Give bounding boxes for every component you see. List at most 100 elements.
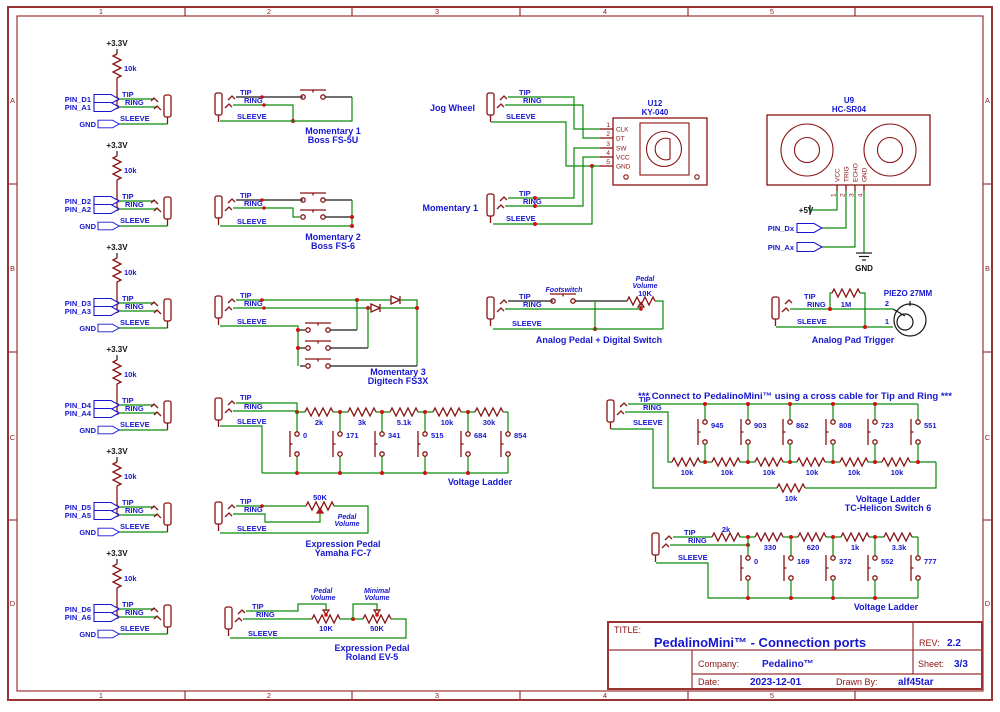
frame-row-left-c: C — [10, 433, 16, 442]
net-label-tip: TIP — [122, 498, 134, 507]
caption: Voltage Ladder — [856, 494, 921, 504]
pin-number-2: 2 — [885, 299, 889, 308]
pin-name: GND — [862, 167, 869, 182]
frame-row-left-b: B — [10, 264, 15, 273]
encoder-knob-icon — [645, 130, 683, 168]
piezo-icon — [893, 303, 927, 337]
net-label-sleeve: SLEEVE — [248, 629, 278, 638]
pin-flag-a: PIN_A6 — [65, 613, 91, 622]
net-label-ring: RING — [643, 403, 662, 412]
pot-value: 50K — [313, 493, 327, 502]
frame-col-top-2: 2 — [267, 7, 271, 16]
transducer-icon — [780, 123, 834, 177]
net-label-tip: TIP — [122, 600, 134, 609]
pin-name: ECHO — [853, 163, 860, 182]
momentary2-circuit: TIP RING SLEEVE Momentary 2 Boss FS-6 — [214, 191, 361, 251]
pot-value: 10K — [638, 289, 652, 298]
net-label-sleeve: SLEEVE — [120, 624, 150, 633]
switch-value: 551 — [924, 421, 937, 430]
resistor-value: 10k — [681, 468, 694, 477]
pin-flag-d: PIN_D4 — [65, 401, 92, 410]
switch-value: 945 — [711, 421, 724, 430]
momentary1-circuit: TIP RING SLEEVE Momentary 1 Boss FS-5U — [214, 88, 361, 145]
jog-wheel-label: Jog Wheel — [430, 103, 475, 113]
input-jack-1: +3.3V 10k PIN_D1 PIN_A1 GND TIP RING SLE… — [65, 39, 171, 129]
net-label-sleeve: SLEEVE — [120, 114, 150, 123]
pot2-name2: Volume — [364, 595, 389, 602]
net-label-tip: TIP — [240, 497, 252, 506]
pin-number: 4 — [606, 150, 610, 157]
resistor-value: 10k — [124, 268, 137, 277]
switch-value: 854 — [514, 431, 527, 440]
pin-number: 2 — [840, 193, 847, 197]
net-label-ring: RING — [244, 505, 263, 514]
frame-col-bot-2: 2 — [267, 691, 271, 700]
note-text: *** Connect to PedalinoMini™ using a cro… — [638, 391, 952, 402]
switch-value: 515 — [431, 431, 444, 440]
drawing-frame: 1 2 3 4 5 1 2 3 4 5 A B C D A B C D — [7, 6, 993, 701]
net-label-ring: RING — [125, 200, 144, 209]
net-label-ring: RING — [125, 608, 144, 617]
frame-row-right-a: A — [985, 96, 990, 105]
rev-value: 2.2 — [947, 638, 961, 649]
part-name: PIEZO 27MM — [884, 289, 933, 298]
caption: Analog Pedal + Digital Switch — [536, 335, 662, 345]
frame-row-right-c: C — [985, 433, 991, 442]
pot1-name: Pedal — [314, 588, 334, 595]
pin-name: CLK — [616, 127, 629, 134]
pin-flag-d: PIN_D3 — [65, 299, 91, 308]
gnd-flag: GND — [79, 222, 96, 231]
caption: Momentary 1 — [305, 126, 361, 136]
transducer-icon — [863, 123, 917, 177]
caption2: Yamaha FC-7 — [315, 548, 372, 558]
ky040-module: U12 KY-040 1 2 3 4 5 CLK DT SW VCC GND — [600, 99, 708, 186]
pin-flag-d: PIN_D2 — [65, 197, 91, 206]
resistor-value: 10k — [806, 468, 819, 477]
pin-number-1: 1 — [885, 317, 889, 326]
frame-col-top-4: 4 — [603, 7, 607, 16]
net-label-tip: TIP — [122, 294, 134, 303]
net-label-sleeve: SLEEVE — [120, 420, 150, 429]
frame-col-bot-1: 1 — [99, 691, 103, 700]
net-label-sleeve: SLEEVE — [120, 318, 150, 327]
frame-col-bot-3: 3 — [435, 691, 439, 700]
pot-name2: Volume — [632, 283, 657, 290]
pin-flag-dx: PIN_Dx — [768, 224, 795, 233]
input-jack-4: +3.3V 10k PIN_D4 PIN_A4 GND TIP RING SLE… — [65, 345, 171, 435]
resistor-value: 1M — [841, 300, 851, 309]
net-label-sleeve: SLEEVE — [237, 524, 267, 533]
net-label-ring: RING — [244, 199, 263, 208]
net-label-tip: TIP — [519, 292, 531, 301]
switch-value: 169 — [797, 557, 810, 566]
pin-flag-a: PIN_A3 — [65, 307, 91, 316]
frame-row-left-d: D — [10, 599, 16, 608]
net-label-tip: TIP — [240, 291, 252, 300]
resistor-value: 2k — [315, 418, 324, 427]
pin-flag-a: PIN_A4 — [65, 409, 92, 418]
voltage-ladder-mid: 2k 3k 5.1k 10k 30k 0 171 341 515 684 854… — [214, 393, 527, 487]
voltage-ladder-br: TIP RING SLEEVE 2k 330 620 1k 3.3k 0 169… — [651, 525, 937, 612]
switch-value: 372 — [839, 557, 852, 566]
expression-pedal-yamaha: 50K Pedal Volume TIP RING SLEEVE Express… — [214, 493, 381, 558]
net-label-ring: RING — [523, 197, 542, 206]
resistor-value: 10k — [124, 64, 137, 73]
title-label: TITLE: — [614, 625, 641, 635]
expression-pedal-roland: 10K 50K Pedal Volume Minimal Volume TIP … — [224, 588, 410, 662]
pin-flag-a: PIN_A2 — [65, 205, 91, 214]
pin-flag-a: PIN_A5 — [65, 511, 91, 520]
power-label: +3.3V — [106, 141, 128, 150]
caption2: TC-Helicon Switch 6 — [845, 503, 932, 513]
jog-wheel-circuit: Jog Wheel TIP RING SLEEVE Momentary 1 TI… — [422, 88, 708, 226]
frame-col-top-1: 1 — [99, 7, 103, 16]
net-label-tip: TIP — [122, 192, 134, 201]
net-label-tip: TIP — [519, 88, 531, 97]
resistor-value: 30k — [483, 418, 496, 427]
pin-name: VCC — [616, 155, 630, 162]
resistor-value: 10k — [124, 574, 137, 583]
pin-number: 1 — [831, 193, 838, 197]
pin-number: 1 — [606, 122, 610, 129]
power-label: +3.3V — [106, 447, 128, 456]
net-label-tip: TIP — [122, 396, 134, 405]
net-label-ring: RING — [523, 96, 542, 105]
switch-value: 0 — [754, 557, 758, 566]
